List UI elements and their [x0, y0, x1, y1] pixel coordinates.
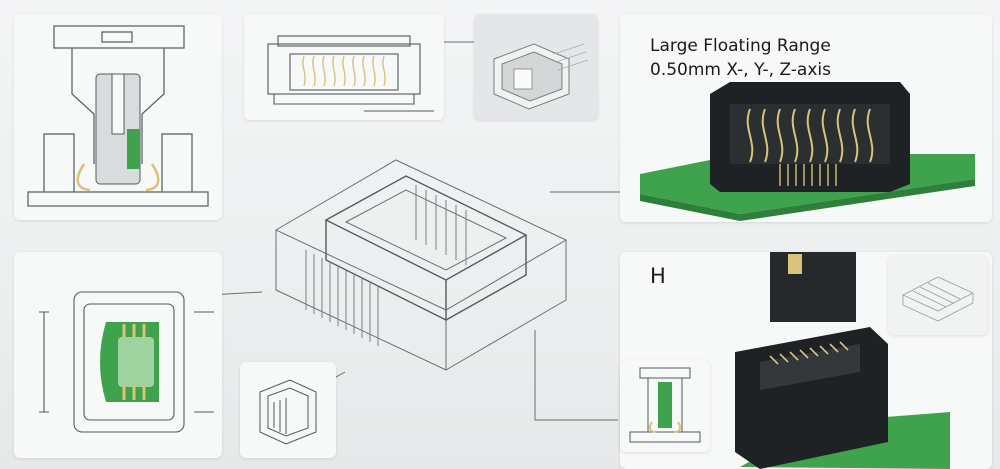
floating-connector-render — [640, 82, 975, 221]
feature-title: Large Floating Range — [650, 36, 831, 56]
connector-thumbnail-drawing — [493, 43, 589, 110]
cross-section-drawing — [27, 25, 209, 207]
cross-section-thumbnail-drawing — [629, 367, 701, 443]
isometric-connector-drawing — [274, 159, 568, 371]
isometric-thumbnail-drawing — [259, 379, 317, 445]
cross-section-panel — [14, 14, 222, 220]
side-view-drawing — [267, 35, 434, 112]
connector-thumbnail-panel — [474, 14, 598, 120]
mating-connector-render — [735, 252, 950, 469]
cross-section-thumbnail-panel — [620, 360, 710, 452]
feature-subtitle: 0.50mm X-, Y-, Z-axis — [650, 60, 831, 80]
floating-range-panel: Large Floating Range 0.50mm X-, Y-, Z-ax… — [620, 14, 992, 222]
top-view-panel — [14, 252, 222, 458]
isometric-thumbnail-panel — [240, 362, 336, 458]
wireframe-thumbnail-drawing — [902, 276, 974, 322]
feature-caption: Large Floating Range 0.50mm X-, Y-, Z-ax… — [650, 34, 831, 82]
wireframe-thumbnail-panel — [888, 255, 988, 335]
top-view-drawing — [39, 291, 214, 433]
h-label: H — [650, 264, 666, 288]
side-view-panel — [244, 14, 444, 120]
